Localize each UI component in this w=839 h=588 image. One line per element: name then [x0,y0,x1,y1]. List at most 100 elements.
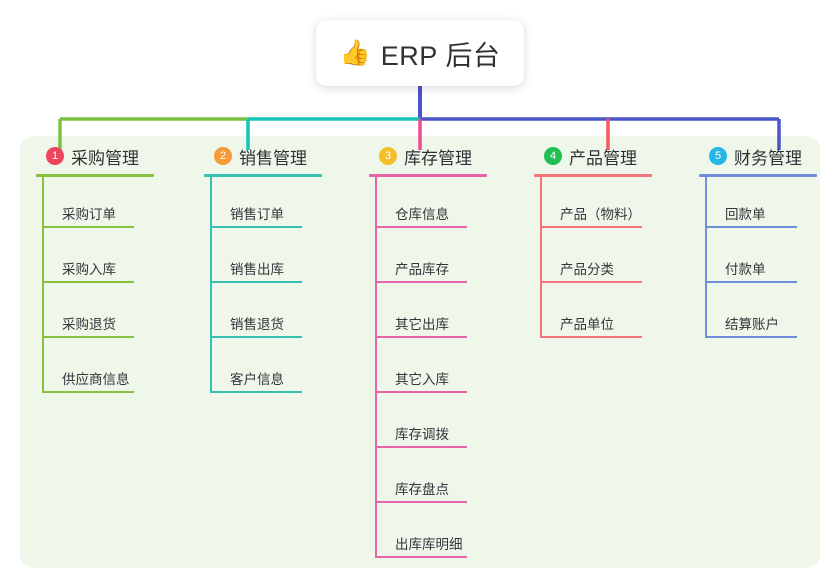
column-header-underline [204,174,322,177]
column-badge-1: 1 [46,147,64,165]
leaf-item-underline [540,226,642,228]
leaf-item-underline [375,391,467,393]
leaf-item-underline [42,336,134,338]
leaf-item[interactable]: 出库库明细 [361,507,487,562]
leaf-item-label: 其它出库 [395,317,449,332]
column-title: 库存管理 [404,148,472,168]
leaf-item-label: 产品库存 [395,262,449,277]
leaf-item[interactable]: 产品分类 [526,232,652,287]
leaf-item-underline [210,391,302,393]
column-header-underline [369,174,487,177]
leaf-item-label: 库存盘点 [395,482,449,497]
column-header-1[interactable]: 1 采购管理 [28,142,154,170]
column-badge-2: 2 [214,147,232,165]
leaf-item-underline [210,226,302,228]
leaf-item-label: 产品（物料） [560,207,641,222]
leaf-item-underline [375,446,467,448]
leaf-item[interactable]: 销售订单 [196,177,322,232]
column-items: 产品（物料） 产品分类产品单位 [526,177,652,342]
leaf-item[interactable]: 客户信息 [196,342,322,397]
root-node[interactable]: 👍 ERP 后台 [316,20,524,86]
leaf-item[interactable]: 其它入库 [361,342,487,397]
leaf-item[interactable]: 产品单位 [526,287,652,342]
leaf-item-label: 其它入库 [395,372,449,387]
leaf-item-label: 付款单 [725,262,766,277]
leaf-item[interactable]: 采购入库 [28,232,154,287]
leaf-item-label: 销售订单 [230,207,284,222]
leaf-item-underline [705,281,797,283]
column-badge-3: 3 [379,147,397,165]
leaf-item-underline [375,556,467,558]
leaf-item-underline [540,336,642,338]
leaf-item[interactable]: 其它出库 [361,287,487,342]
leaf-item-underline [42,391,134,393]
column-spine [42,177,44,393]
leaf-item[interactable]: 销售退货 [196,287,322,342]
column-4: 4 产品管理产品（物料） 产品分类产品单位 [526,142,652,342]
root-node-label: ERP 后台 [380,40,501,71]
column-title: 产品管理 [569,148,637,168]
column-3: 3 库存管理仓库信息产品库存其它出库其它入库库存调拨库存盘点出库库明细 [361,142,487,562]
leaf-item-label: 结算账户 [725,317,779,332]
leaf-item[interactable]: 库存盘点 [361,452,487,507]
thumbs-up-icon: 👍 [339,38,371,67]
leaf-item-label: 产品单位 [560,317,614,332]
column-2: 2 销售管理销售订单销售出库销售退货客户信息 [196,142,322,397]
column-title: 财务管理 [734,148,802,168]
leaf-item-label: 采购订单 [62,207,116,222]
leaf-item[interactable]: 产品库存 [361,232,487,287]
leaf-item[interactable]: 仓库信息 [361,177,487,232]
leaf-item-underline [42,226,134,228]
leaf-item-underline [375,336,467,338]
column-title: 销售管理 [239,148,307,168]
leaf-item-underline [210,336,302,338]
leaf-item[interactable]: 销售出库 [196,232,322,287]
column-spine [705,177,707,338]
leaf-item[interactable]: 结算账户 [691,287,817,342]
leaf-item-underline [540,281,642,283]
column-header-underline [534,174,652,177]
leaf-item-underline [375,226,467,228]
column-header-4[interactable]: 4 产品管理 [526,142,652,170]
leaf-item-label: 供应商信息 [62,372,130,387]
leaf-item[interactable]: 产品（物料） [526,177,652,232]
leaf-item-underline [210,281,302,283]
leaf-item-label: 回款单 [725,207,766,222]
leaf-item-label: 产品分类 [560,262,614,277]
column-items: 回款单付款单结算账户 [691,177,817,342]
column-items: 仓库信息产品库存其它出库其它入库库存调拨库存盘点出库库明细 [361,177,487,562]
column-spine [540,177,542,338]
column-1: 1 采购管理采购订单采购入库采购退货供应商信息 [28,142,154,397]
column-spine [375,177,377,558]
leaf-item-underline [705,226,797,228]
leaf-item[interactable]: 付款单 [691,232,817,287]
column-header-2[interactable]: 2 销售管理 [196,142,322,170]
leaf-item-label: 采购退货 [62,317,116,332]
leaf-item[interactable]: 供应商信息 [28,342,154,397]
leaf-item[interactable]: 库存调拨 [361,397,487,452]
column-title: 采购管理 [71,148,139,168]
leaf-item-label: 采购入库 [62,262,116,277]
column-header-underline [36,174,154,177]
leaf-item[interactable]: 采购退货 [28,287,154,342]
leaf-item-label: 销售退货 [230,317,284,332]
column-spine [210,177,212,393]
column-badge-4: 4 [544,147,562,165]
column-items: 销售订单销售出库销售退货客户信息 [196,177,322,397]
column-items: 采购订单采购入库采购退货供应商信息 [28,177,154,397]
leaf-item[interactable]: 回款单 [691,177,817,232]
leaf-item-label: 客户信息 [230,372,284,387]
column-header-3[interactable]: 3 库存管理 [361,142,487,170]
leaf-item-label: 仓库信息 [395,207,449,222]
column-header-underline [699,174,817,177]
leaf-item-label: 库存调拨 [395,427,449,442]
leaf-item-label: 出库库明细 [395,537,463,552]
leaf-item-underline [42,281,134,283]
leaf-item-underline [375,281,467,283]
diagram-background-panel [20,136,820,568]
leaf-item[interactable]: 采购订单 [28,177,154,232]
leaf-item-label: 销售出库 [230,262,284,277]
